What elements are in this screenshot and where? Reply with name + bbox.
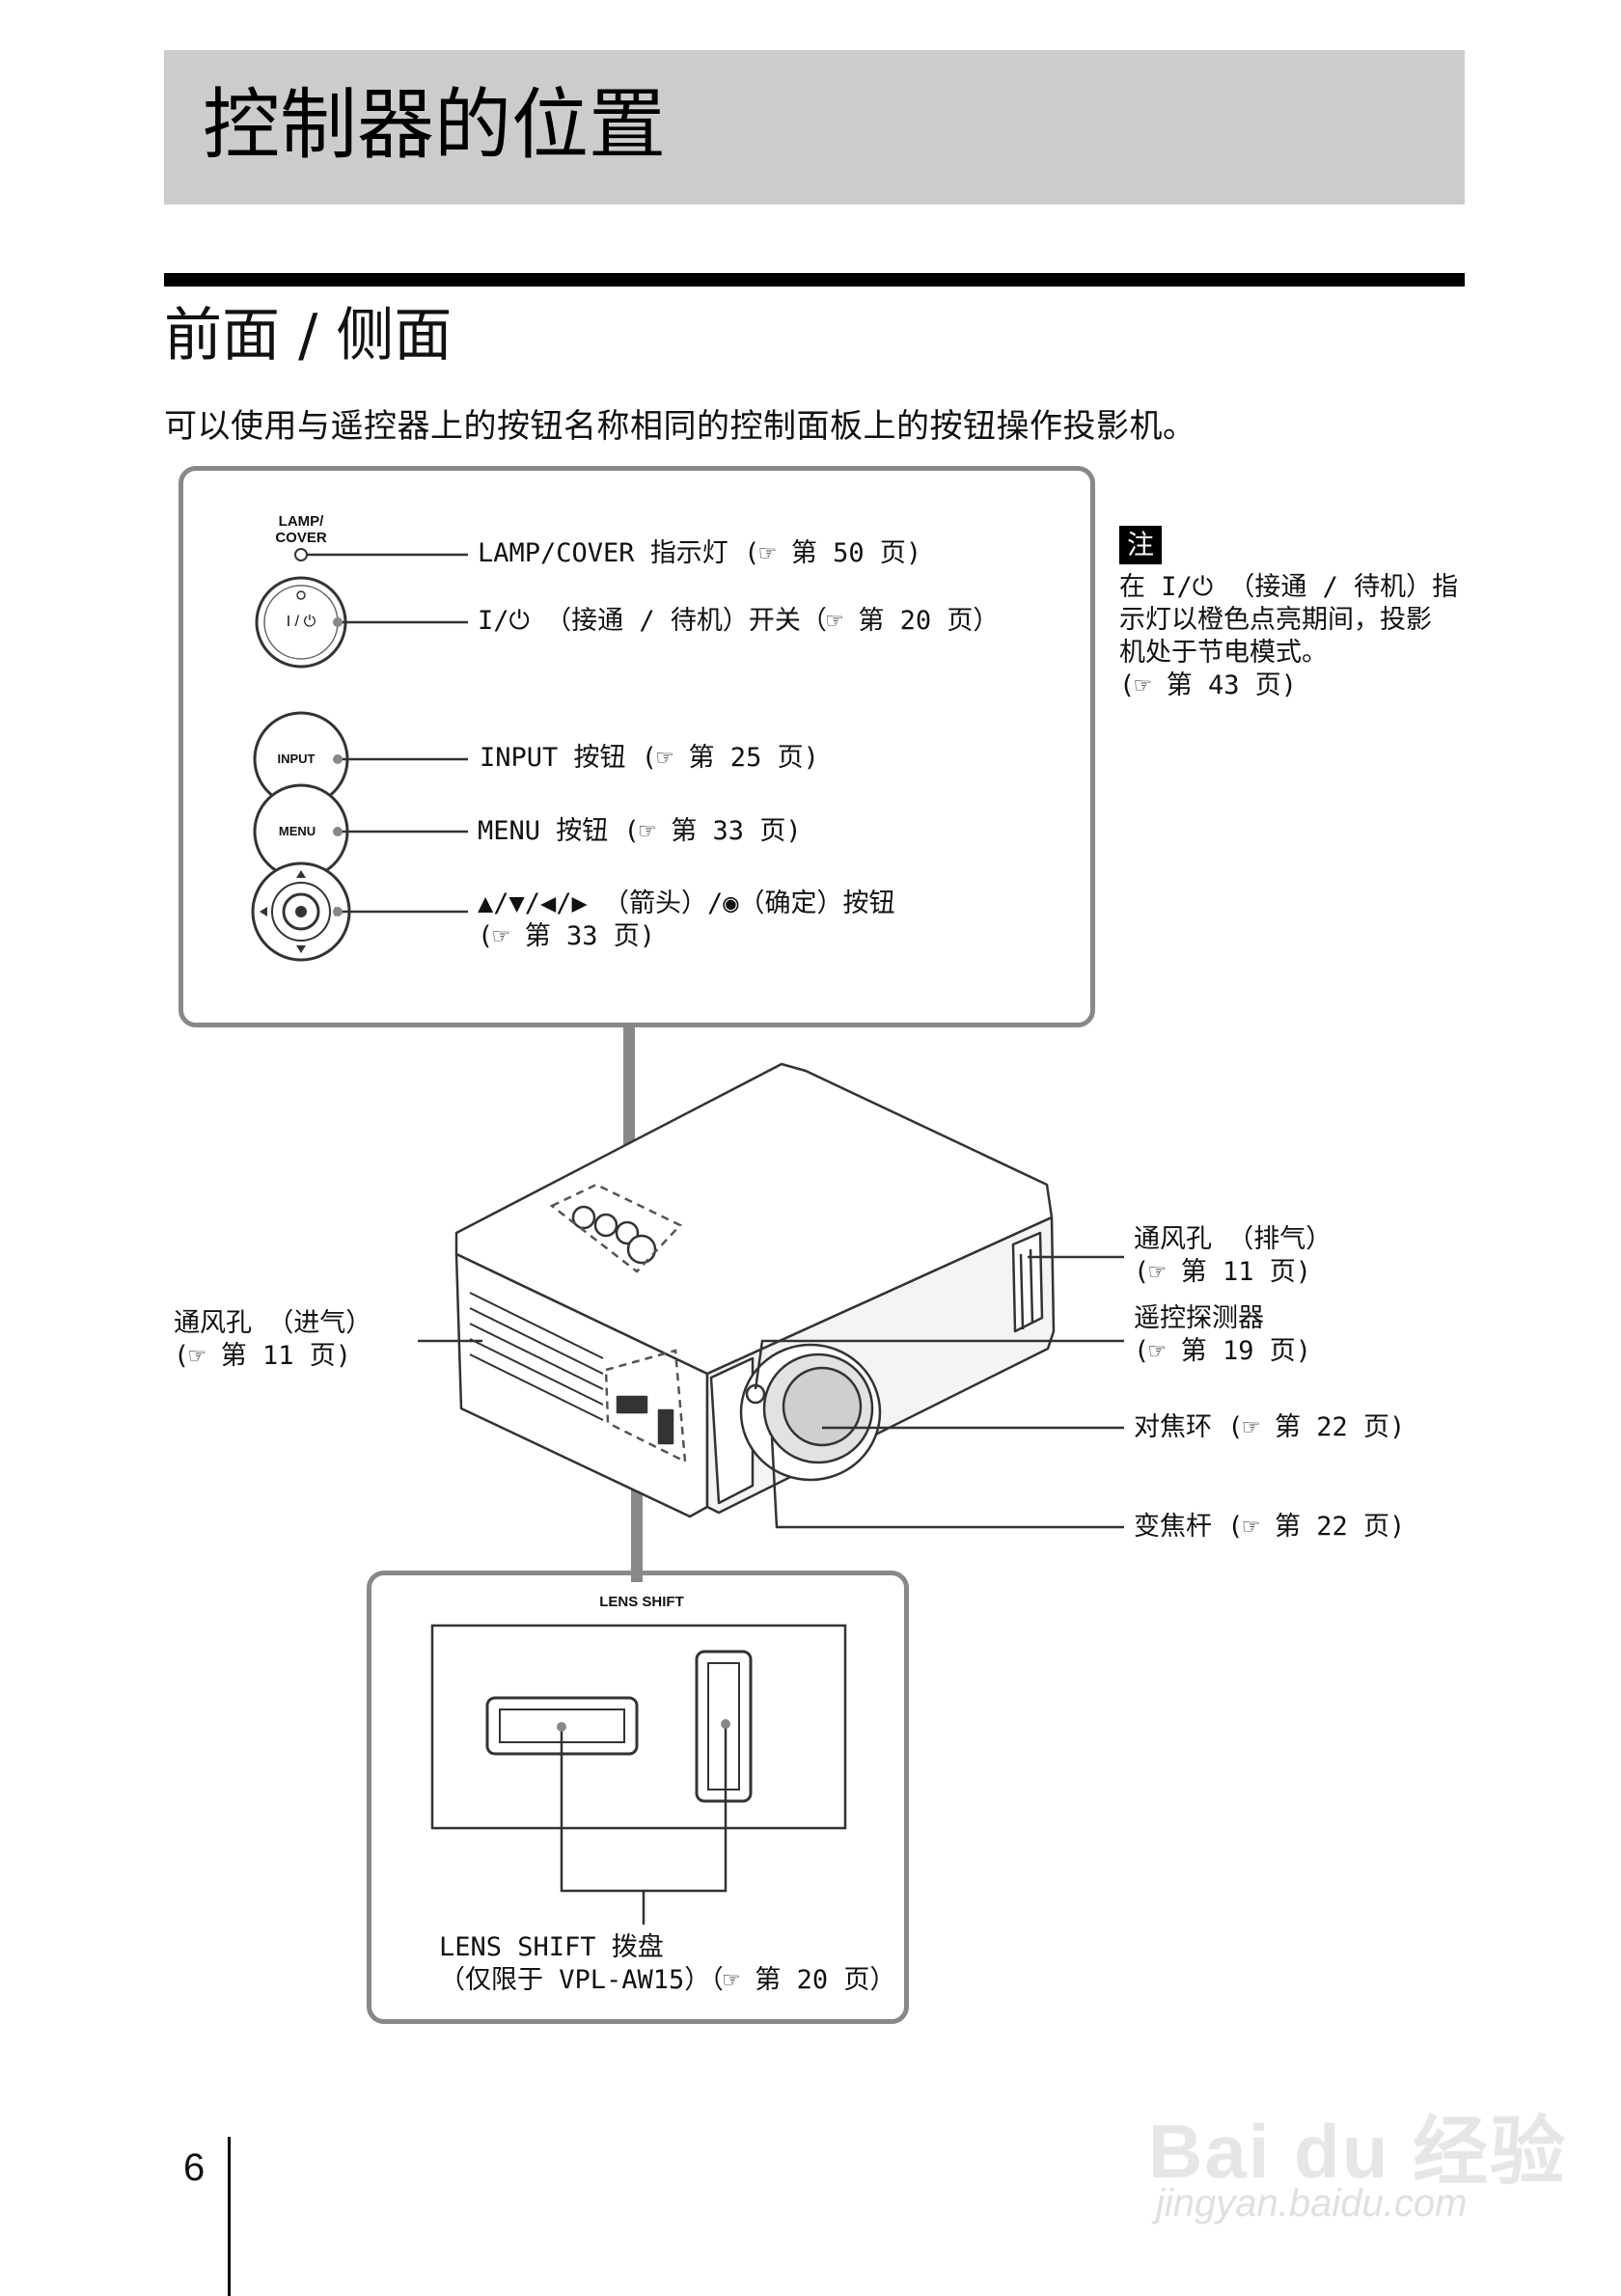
- lens-shift-caption: LENS SHIFT: [599, 1594, 684, 1610]
- zoom-lever-label: 变焦杆 (☞ 第 22 页): [1134, 1512, 1406, 1542]
- input-button-label: INPUT: [277, 752, 316, 766]
- arrow-buttons-desc: ▲/▼/◀/▶ （箭头）/◉（确定）按钮 (☞ 第 33 页): [478, 888, 895, 951]
- note-text: 在 I/⏻ （接通 / 待机）指 示灯以橙色点亮期间，投影 机处于节电模式。 (…: [1119, 572, 1459, 700]
- title-band: 控制器的位置: [164, 50, 1465, 205]
- page-number: 6: [183, 2146, 206, 2189]
- watermark-logo: Bai du 经验: [1148, 2109, 1568, 2194]
- lamp-cover-label: LAMP/COVER 指示灯 (☞ 第 50 页): [478, 538, 922, 568]
- projector-illustration: [454, 1062, 1056, 1518]
- section-rule: [164, 273, 1465, 287]
- menu-button-label: MENU: [278, 824, 316, 838]
- lens-shift-callout: [367, 1571, 909, 2024]
- intro-text: 可以使用与遥控器上的按钮名称相同的控制面板上的按钮操作投影机。: [164, 407, 1196, 446]
- lamp-caption: LAMP/ COVER: [275, 513, 327, 546]
- lamp-indicator-icon: [294, 548, 308, 561]
- control-panel-callout: [179, 466, 1095, 1027]
- section-title: 前面 / 侧面: [164, 302, 453, 369]
- power-switch-label: I/⏻ （接通 / 待机）开关（☞ 第 20 页）: [478, 606, 1000, 636]
- page-divider: [228, 2137, 231, 2296]
- menu-button-desc: MENU 按钮 (☞ 第 33 页): [478, 816, 802, 846]
- power-button-label: I / ⏻: [286, 614, 316, 630]
- enter-button-icon: [282, 892, 320, 931]
- exhaust-vent-label: 通风孔 （排气） (☞ 第 11 页): [1134, 1224, 1333, 1287]
- input-button-desc: INPUT 按钮 (☞ 第 25 页): [480, 743, 819, 773]
- focus-ring-label: 对焦环 (☞ 第 22 页): [1134, 1412, 1406, 1442]
- remote-sensor-label: 遥控探测器 (☞ 第 19 页): [1134, 1303, 1312, 1366]
- note-badge: 注: [1119, 526, 1162, 564]
- watermark-url: jingyan.baidu.com: [1156, 2182, 1468, 2225]
- lens-shift-dial-label: LENS SHIFT 拨盘 （仅限于 VPL-AW15）（☞ 第 20 页）: [439, 1932, 896, 1995]
- intake-vent-label: 通风孔 （进气） (☞ 第 11 页): [174, 1308, 372, 1371]
- page-title: 控制器的位置: [203, 80, 666, 170]
